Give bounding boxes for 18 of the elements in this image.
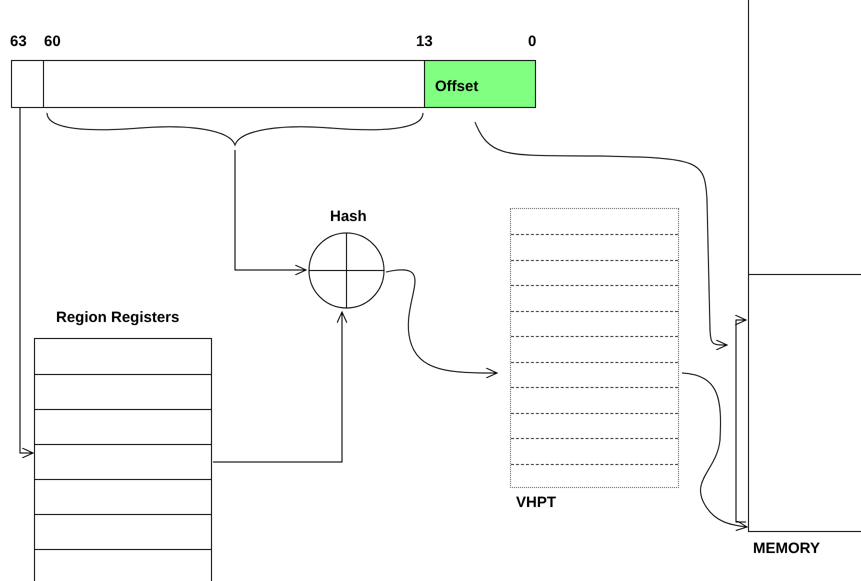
hash-label: Hash bbox=[330, 208, 367, 226]
arrow bbox=[682, 372, 748, 532]
bit-number: 0 bbox=[528, 33, 536, 51]
field-label: Offset bbox=[435, 78, 478, 96]
address-field bbox=[11, 60, 44, 108]
arrow bbox=[212, 312, 348, 462]
bit-number: 60 bbox=[44, 33, 61, 51]
arrow bbox=[20, 108, 34, 458]
arrow bbox=[386, 270, 498, 378]
memory-label: MEMORY bbox=[753, 540, 820, 558]
bit-number: 63 bbox=[10, 33, 27, 51]
table-heading: Region Registers bbox=[56, 309, 180, 327]
bit-number: 13 bbox=[416, 33, 433, 51]
arrow bbox=[234, 150, 306, 276]
table-label: VHPT bbox=[516, 494, 556, 512]
offset-field bbox=[424, 60, 536, 108]
arrow bbox=[474, 122, 728, 350]
address-field bbox=[43, 60, 425, 108]
